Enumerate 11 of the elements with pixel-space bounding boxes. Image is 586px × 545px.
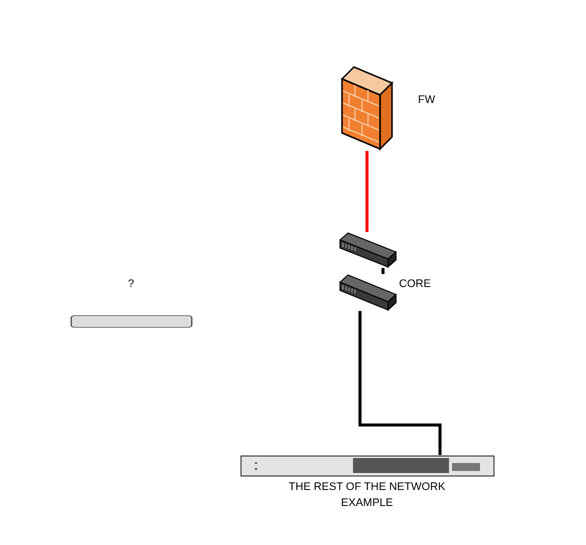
connector-line bbox=[382, 268, 384, 274]
device-label: THE REST OF THE NETWORK EXAMPLE bbox=[288, 480, 446, 511]
connector-line bbox=[358, 311, 442, 455]
device-label: ? bbox=[126, 277, 136, 292]
firewall-drawing bbox=[340, 65, 394, 151]
appliance-drawing bbox=[70, 315, 193, 328]
device-label: CORE bbox=[399, 277, 431, 292]
switch-drawing bbox=[338, 232, 398, 268]
switch-drawing bbox=[338, 274, 398, 311]
switch-drawing bbox=[240, 455, 495, 477]
device-label: FW bbox=[418, 93, 436, 108]
